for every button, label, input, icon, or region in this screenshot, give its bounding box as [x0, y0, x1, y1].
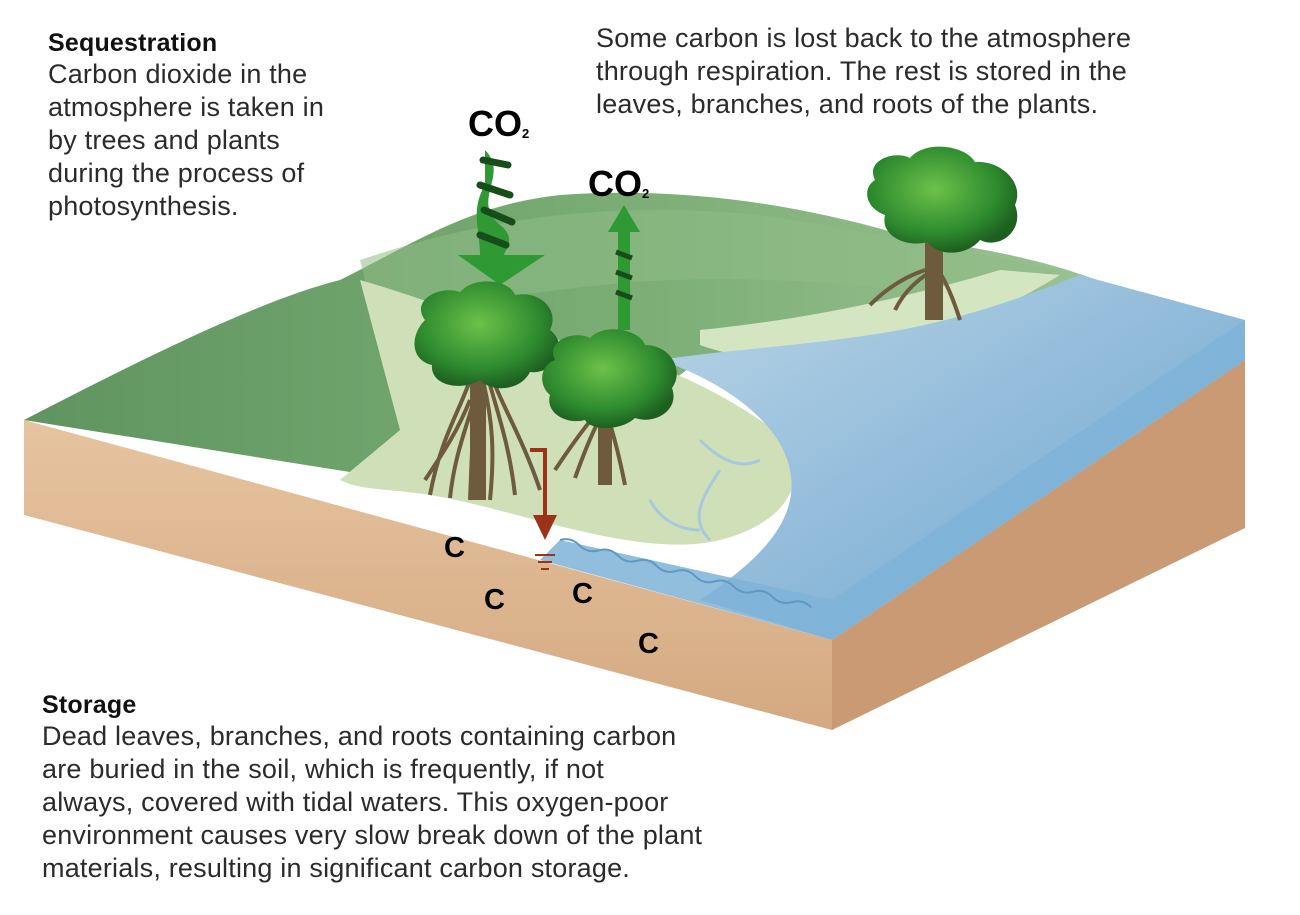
sequestration-line: atmosphere is taken in: [48, 92, 325, 122]
respiration-text-block: Some carbon is lost back to the atmosphe…: [596, 22, 1236, 121]
carbon-symbol: C: [572, 578, 593, 610]
water-wave-line: [559, 538, 812, 609]
soil-right-face: [832, 360, 1245, 730]
storage-line: materials, resulting in significant carb…: [42, 853, 630, 883]
respiration-line: Some carbon is lost back to the atmosphe…: [596, 23, 1132, 53]
mangrove-tree-far: [867, 146, 1018, 321]
storage-line: Dead leaves, branches, and roots contain…: [42, 721, 677, 751]
water-edge: [540, 320, 1245, 640]
co2-intake-arrow: [458, 150, 545, 285]
carbon-symbol: C: [444, 532, 465, 564]
tidal-channel: [648, 438, 761, 542]
mangrove-tree-large: [414, 281, 560, 501]
water-surface: [660, 275, 1245, 640]
co2-release-arrow: [608, 205, 640, 330]
sequestration-line: by trees and plants: [48, 125, 280, 155]
mangrove-tree-middle: [542, 329, 677, 486]
storage-line: are buried in the soil, which is frequen…: [42, 754, 604, 784]
storage-heading: Storage: [42, 691, 137, 719]
storage-line: environment causes very slow break down …: [42, 820, 703, 850]
co2-release-label: CO2: [588, 163, 650, 204]
sequestration-heading: Sequestration: [48, 29, 218, 57]
co2-intake-label: CO2: [468, 103, 530, 144]
sequestration-line: during the process of: [48, 158, 305, 188]
carbon-burial-arrow: [530, 448, 557, 570]
storage-text-block: Storage Dead leaves, branches, and roots…: [42, 690, 822, 885]
sequestration-text-block: Sequestration Carbon dioxide in the atmo…: [48, 28, 388, 223]
hill-highlight: [360, 210, 1060, 305]
carbon-symbol: C: [638, 628, 659, 660]
soil-front-face: [24, 420, 832, 730]
sequestration-line: Carbon dioxide in the: [48, 59, 308, 89]
storage-line: always, covered with tidal waters. This …: [42, 787, 669, 817]
carbon-symbol: C: [484, 584, 505, 616]
upper-mudflat: [700, 270, 1060, 360]
respiration-line: through respiration. The rest is stored …: [596, 56, 1127, 86]
respiration-line: leaves, branches, and roots of the plant…: [596, 89, 1099, 119]
sequestration-line: photosynthesis.: [48, 191, 239, 221]
